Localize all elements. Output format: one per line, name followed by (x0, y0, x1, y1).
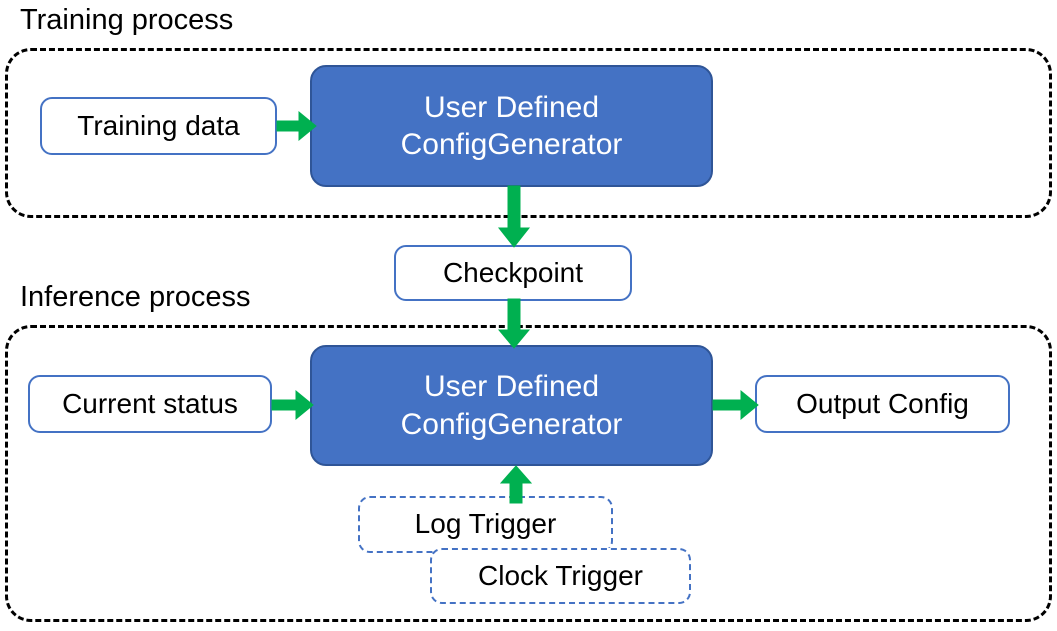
node-log-trigger-label: Log Trigger (414, 508, 557, 540)
inference-process-group (5, 325, 1052, 622)
node-clock-trigger-label: Clock Trigger (478, 559, 643, 591)
node-checkpoint-label: Checkpoint (442, 256, 584, 288)
node-current-status-label: Current status (62, 387, 238, 419)
arrow-right-current-status-to-generator-icon (271, 389, 314, 421)
node-clock-trigger[interactable]: Clock Trigger (430, 548, 691, 604)
inference-process-caption: Inference process (20, 281, 251, 313)
node-training-data[interactable]: Training data (40, 97, 277, 155)
arrow-down-checkpoint-to-generator-icon (497, 298, 531, 349)
node-current-status[interactable]: Current status (28, 375, 272, 433)
node-training-data-label: Training data (77, 109, 240, 141)
node-user-defined-configgenerator-inference[interactable]: User Defined ConfigGenerator (310, 345, 713, 466)
node-log-trigger[interactable]: Log Trigger (358, 496, 613, 553)
node-output-config[interactable]: Output Config (755, 375, 1010, 433)
arrow-right-generator-to-output-config-icon (712, 389, 759, 421)
arrow-right-training-data-to-generator-icon (276, 110, 317, 142)
node-checkpoint[interactable]: Checkpoint (394, 245, 632, 301)
node-generator-training-line2: ConfigGenerator (400, 128, 623, 161)
training-process-group (5, 48, 1052, 218)
arrow-up-triggers-to-generator-icon (499, 465, 533, 504)
node-user-defined-configgenerator-training[interactable]: User Defined ConfigGenerator (310, 65, 713, 187)
node-output-config-label: Output Config (796, 387, 969, 419)
arrow-down-generator-to-checkpoint-icon (497, 185, 531, 248)
node-generator-inference-line2: ConfigGenerator (400, 407, 623, 441)
node-generator-training-line1: User Defined (423, 90, 600, 124)
training-process-caption: Training process (20, 4, 234, 36)
node-generator-inference-line1: User Defined (423, 370, 600, 403)
